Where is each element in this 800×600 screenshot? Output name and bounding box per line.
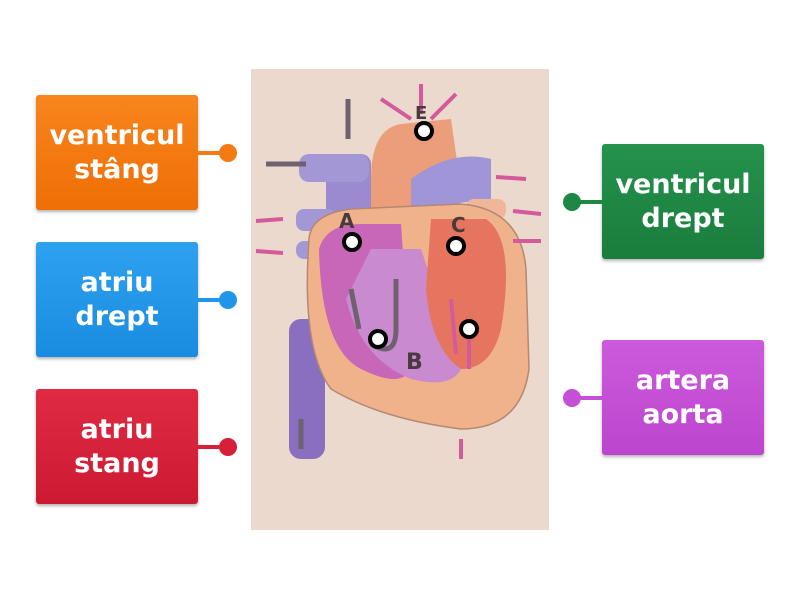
connector-line bbox=[578, 396, 602, 400]
heart-diagram-image: A B C E bbox=[251, 69, 549, 530]
connector-dot bbox=[219, 438, 237, 456]
connector-line bbox=[198, 151, 222, 155]
drop-target-b[interactable] bbox=[368, 329, 388, 349]
label-text: atriu stang bbox=[74, 413, 160, 479]
connector-dot bbox=[219, 291, 237, 309]
label-text: atriu drept bbox=[75, 266, 159, 332]
letter-c: C bbox=[451, 213, 466, 237]
connector-line bbox=[578, 200, 602, 204]
letter-a: A bbox=[339, 209, 355, 233]
label-ventricul-drept[interactable]: ventricul drept bbox=[602, 144, 764, 259]
connector-line bbox=[198, 298, 222, 302]
drop-target-d[interactable] bbox=[459, 319, 479, 339]
label-text: ventricul stâng bbox=[49, 119, 185, 185]
heart-illustration: A B C E bbox=[255, 84, 542, 459]
letter-b: B bbox=[406, 350, 423, 375]
drop-target-c[interactable] bbox=[446, 236, 466, 256]
connector-dot bbox=[563, 389, 581, 407]
label-artera-aorta[interactable]: artera aorta bbox=[602, 340, 764, 455]
label-text: ventricul drept bbox=[615, 168, 751, 234]
drop-target-a[interactable] bbox=[342, 232, 362, 252]
label-atriu-stang[interactable]: atriu stang bbox=[36, 389, 198, 504]
connector-dot bbox=[563, 193, 581, 211]
connector-dot bbox=[219, 144, 237, 162]
label-ventricul-stang[interactable]: ventricul stâng bbox=[36, 95, 198, 210]
label-text: artera aorta bbox=[635, 364, 731, 430]
connector-line bbox=[198, 445, 222, 449]
drop-target-e[interactable] bbox=[414, 121, 434, 141]
letter-e: E bbox=[415, 103, 427, 124]
label-atriu-drept[interactable]: atriu drept bbox=[36, 242, 198, 357]
